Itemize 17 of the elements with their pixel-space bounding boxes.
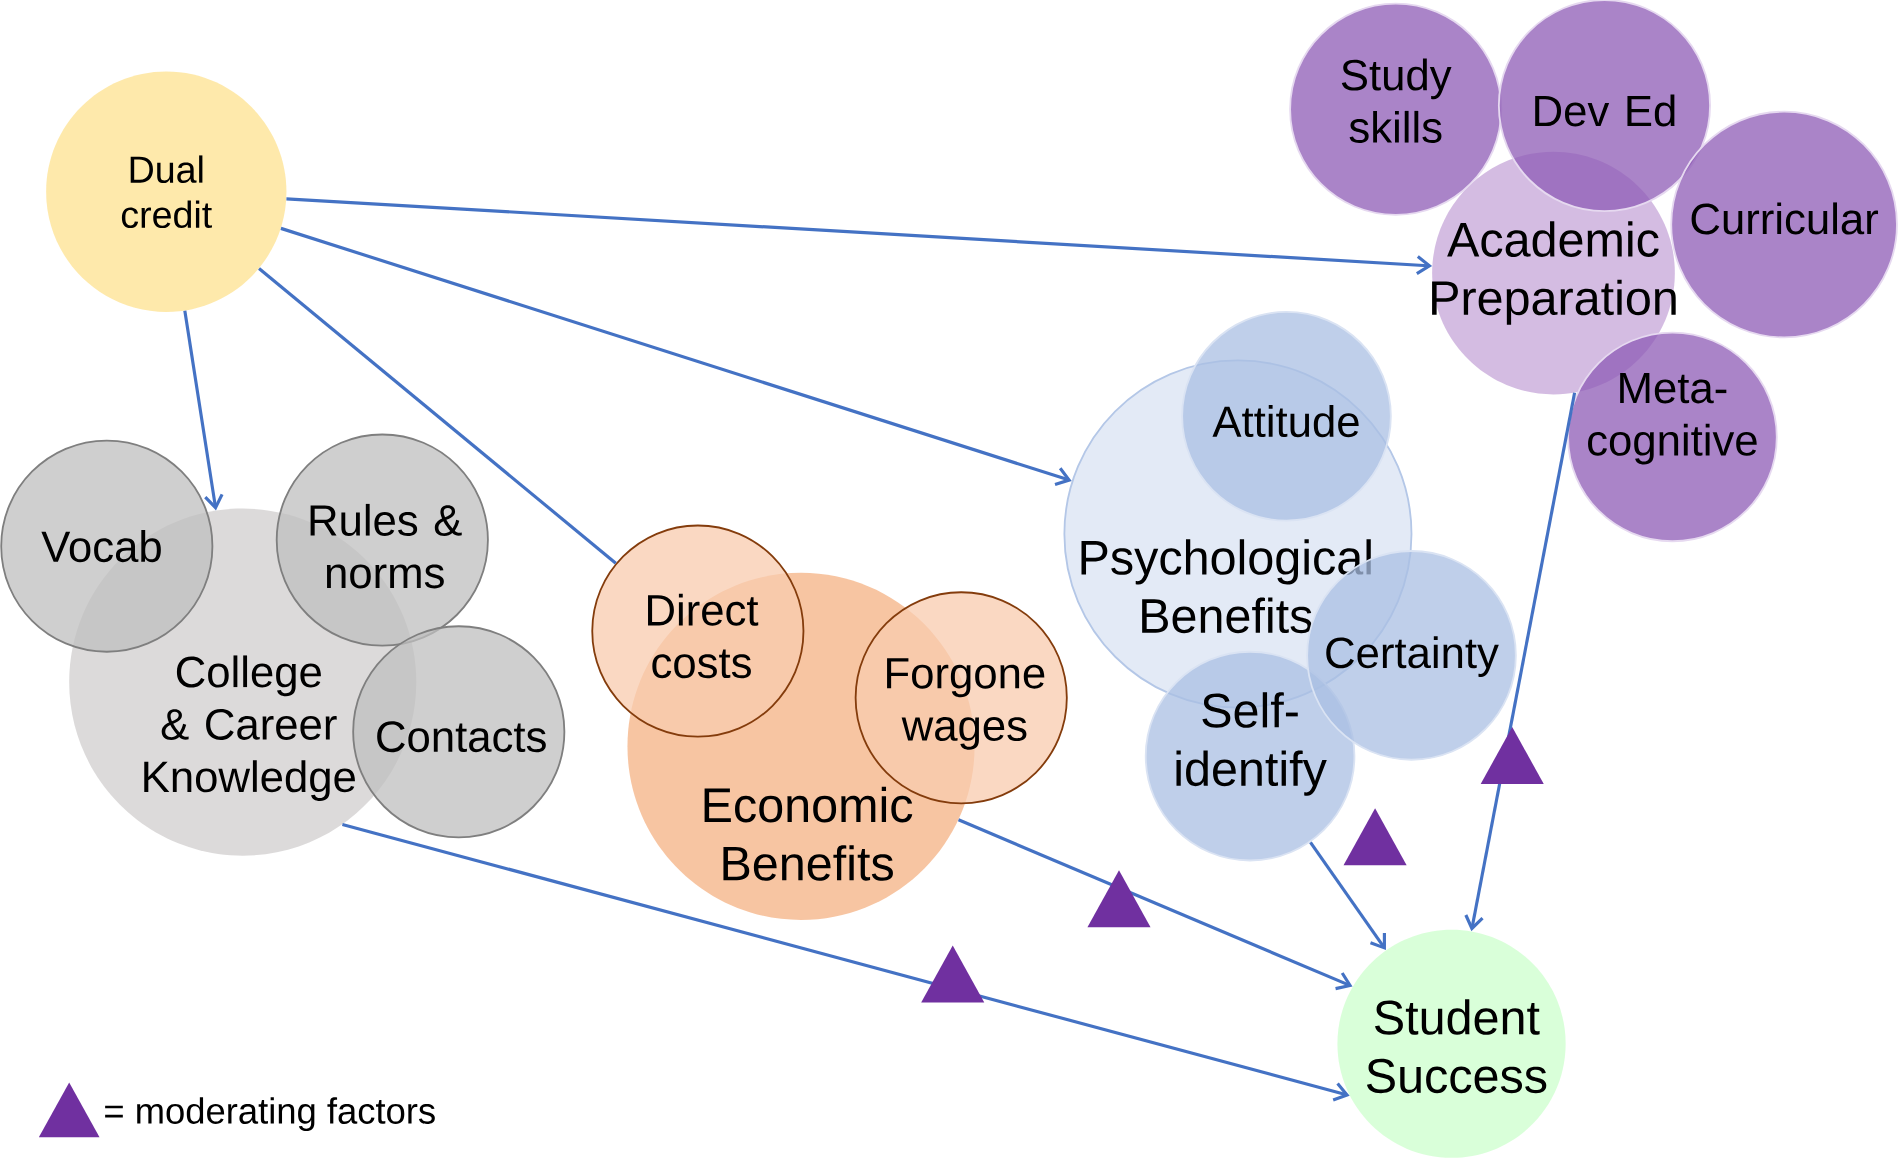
circle-node: Dual credit	[46, 71, 287, 312]
legend-text: = moderating factors	[105, 1097, 435, 1132]
circle-node: Direct costs	[591, 524, 805, 738]
arrow	[280, 226, 1072, 486]
circle-node: Attitude	[1181, 311, 1392, 522]
arrow	[1464, 392, 1577, 932]
circle-node: Meta-cognitive	[1567, 331, 1778, 543]
circle-node: Vocab	[0, 439, 214, 653]
circle-node: Student Success	[1337, 929, 1566, 1158]
arrow	[342, 822, 1350, 1102]
circle-node: Rules & norms	[275, 433, 489, 647]
arrow	[286, 197, 1433, 275]
circle-node: Study skills	[1289, 2, 1503, 216]
arrow	[183, 310, 224, 511]
node-label: College & Career Knowledge	[144, 655, 355, 801]
arrow	[1309, 841, 1386, 951]
arrow	[957, 818, 1353, 991]
